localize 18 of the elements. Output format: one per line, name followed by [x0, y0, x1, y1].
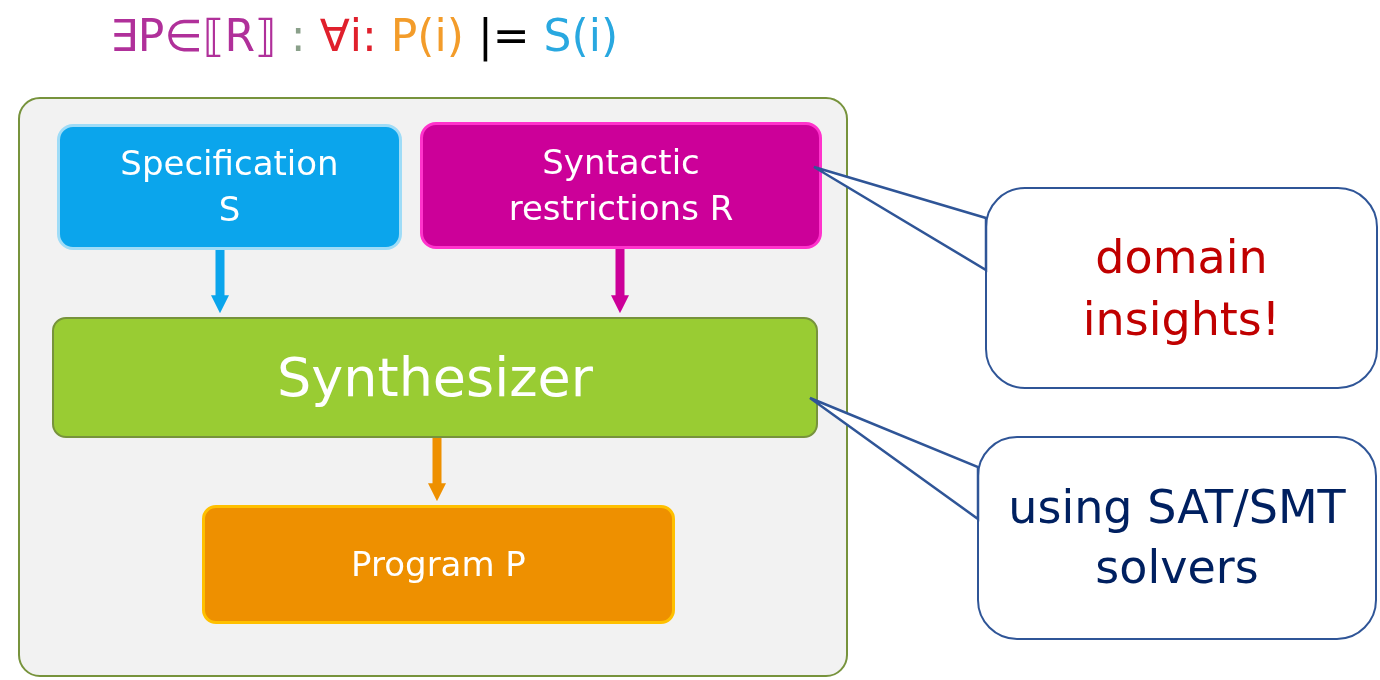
node-label: Specification S [119, 142, 340, 231]
callout-bubble [977, 436, 1377, 640]
input-box [57, 124, 402, 250]
callout-pointer [808, 396, 980, 522]
node-label: using SAT/SMT solvers [1007, 479, 1347, 596]
node-label: domain insights! [1081, 228, 1282, 348]
node-label: Program P [351, 543, 526, 586]
arrow [211, 250, 229, 314]
arrow [611, 249, 629, 314]
callout-pointer [812, 165, 988, 273]
callout-bubble [985, 187, 1378, 389]
arrow [428, 438, 446, 502]
node-label: Syntactic restrictions R [507, 140, 735, 230]
node-label: Synthesizer [277, 345, 593, 411]
process-box [52, 317, 818, 438]
output-box [202, 505, 675, 624]
container-panel [18, 97, 848, 677]
input-box [420, 122, 822, 249]
